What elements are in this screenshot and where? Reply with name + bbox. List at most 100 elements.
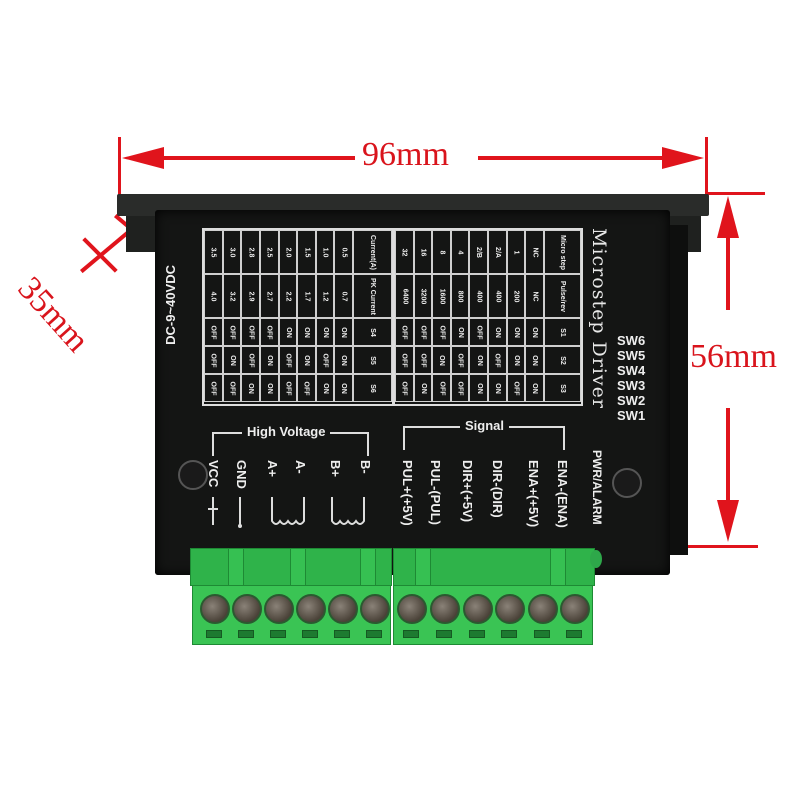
device-title: Microstep Driver: [588, 228, 610, 409]
terminal-screw-dir-minus[interactable]: [495, 594, 525, 624]
terminal-screw-pul-minus[interactable]: [430, 594, 460, 624]
table-cell: OFF: [450, 374, 470, 402]
table-cell: OFF: [395, 374, 414, 402]
table-cell: ON: [469, 346, 489, 374]
terminal-screw-pul-plus[interactable]: [397, 594, 427, 624]
table-cell: ON: [297, 346, 316, 374]
terminal-screw-vcc[interactable]: [200, 594, 230, 624]
table-cell: OFF: [413, 346, 433, 374]
current-table: 3.5 3.0 2.8 2.5 2.0 1.5 1.0 0.5 Current(…: [202, 228, 394, 406]
table-cell: NC: [525, 274, 544, 318]
table-cell: OFF: [432, 318, 451, 346]
table-cell: 32: [395, 230, 414, 274]
table-cell: ON: [278, 318, 298, 346]
table-cell: ON: [488, 374, 507, 402]
terminal-screw-a-minus[interactable]: [296, 594, 326, 624]
table-cell: 4: [450, 230, 470, 274]
signal-terminal-front: [393, 585, 593, 645]
terminal-screw-b-plus[interactable]: [328, 594, 358, 624]
table-cell: ON: [297, 318, 316, 346]
table-cell: ON: [222, 346, 242, 374]
pin-label-dir-plus: DIR+(+5V): [460, 460, 475, 523]
terminal-screw-b-minus[interactable]: [360, 594, 390, 624]
mounting-screw-icon: [612, 468, 642, 498]
pin-label-vcc: VCC: [206, 460, 221, 488]
table-cell: 800: [450, 274, 470, 318]
pin-label-gnd: GND: [234, 460, 249, 489]
pwr-alarm-label: PWR/ALARM: [590, 450, 604, 525]
table-cell: OFF: [222, 374, 242, 402]
table-cell: 2/A: [488, 230, 507, 274]
height-label: 56mm: [690, 338, 777, 375]
table-cell: ON: [259, 346, 279, 374]
table-cell: ON: [525, 346, 544, 374]
table-cell: ON: [525, 374, 544, 402]
table-cell: 2.7: [259, 274, 279, 318]
table-cell: ON: [334, 374, 354, 402]
pin-label-pul-minus: PUL-(PUL): [428, 460, 443, 525]
table-cell: OFF: [488, 346, 507, 374]
table-cell: OFF: [413, 318, 433, 346]
table-cell: 8: [432, 230, 451, 274]
table-cell: OFF: [278, 374, 298, 402]
table-cell: ON: [450, 318, 470, 346]
table-cell: OFF: [222, 318, 242, 346]
table-cell: 1.2: [315, 274, 335, 318]
pin-label-pul-plus: PUL+(+5V): [400, 460, 415, 526]
arrow-right-icon: [662, 147, 704, 169]
coil-symbol-icon: [208, 497, 365, 528]
table-cell: 16: [413, 230, 433, 274]
table-cell: 6400: [395, 274, 414, 318]
table-cell: ON: [488, 318, 507, 346]
width-right-tick: [705, 137, 708, 195]
table-header: Pulse/rev: [543, 274, 581, 318]
table-cell: 0.5: [334, 230, 354, 274]
table-cell: 2.9: [241, 274, 260, 318]
table-header: Micro step: [543, 230, 581, 274]
table-header: S2: [543, 346, 581, 374]
table-cell: OFF: [241, 346, 260, 374]
table-cell: OFF: [395, 346, 414, 374]
table-cell: 200: [506, 274, 526, 318]
table-cell: ON: [469, 374, 489, 402]
table-cell: 400: [488, 274, 507, 318]
table-cell: 1.5: [297, 230, 316, 274]
table-cell: ON: [525, 318, 544, 346]
table-cell: ON: [506, 346, 526, 374]
table-cell: OFF: [259, 318, 279, 346]
pin-label-b-plus: B+: [328, 460, 343, 477]
terminal-screw-a-plus[interactable]: [264, 594, 294, 624]
table-cell: OFF: [450, 346, 470, 374]
terminal-screw-ena-minus[interactable]: [560, 594, 590, 624]
table-cell: OFF: [395, 318, 414, 346]
terminal-screw-gnd[interactable]: [232, 594, 262, 624]
table-cell: OFF: [278, 346, 298, 374]
pin-label-ena-minus: ENA-(ENA): [555, 460, 570, 528]
table-cell: ON: [413, 374, 433, 402]
table-cell: 1.0: [315, 230, 335, 274]
terminal-screw-dir-plus[interactable]: [463, 594, 493, 624]
width-left-tick: [118, 137, 121, 195]
table-header: S1: [543, 318, 581, 346]
table-cell: OFF: [469, 318, 489, 346]
pin-label-dir-minus: DIR-(DIR): [490, 460, 505, 518]
table-header: PK Current: [353, 274, 392, 318]
table-cell: ON: [315, 374, 335, 402]
table-cell: 3200: [413, 274, 433, 318]
table-cell: 3.5: [204, 230, 223, 274]
table-header: Current(A): [353, 230, 392, 274]
table-cell: 0.7: [334, 274, 354, 318]
table-cell: OFF: [315, 346, 335, 374]
pin-label-ena-plus: ENA+(+5V): [526, 460, 541, 528]
table-cell: 3.0: [222, 230, 242, 274]
terminal-screw-ena-plus[interactable]: [528, 594, 558, 624]
mounting-screw-icon: [178, 460, 208, 490]
width-label: 96mm: [362, 136, 449, 173]
table-cell: ON: [334, 346, 354, 374]
table-cell: ON: [259, 374, 279, 402]
table-cell: NC: [525, 230, 544, 274]
table-cell: ON: [506, 318, 526, 346]
pin-label-a-plus: A+: [265, 460, 280, 477]
table-cell: ON: [241, 374, 260, 402]
table-cell: OFF: [432, 374, 451, 402]
